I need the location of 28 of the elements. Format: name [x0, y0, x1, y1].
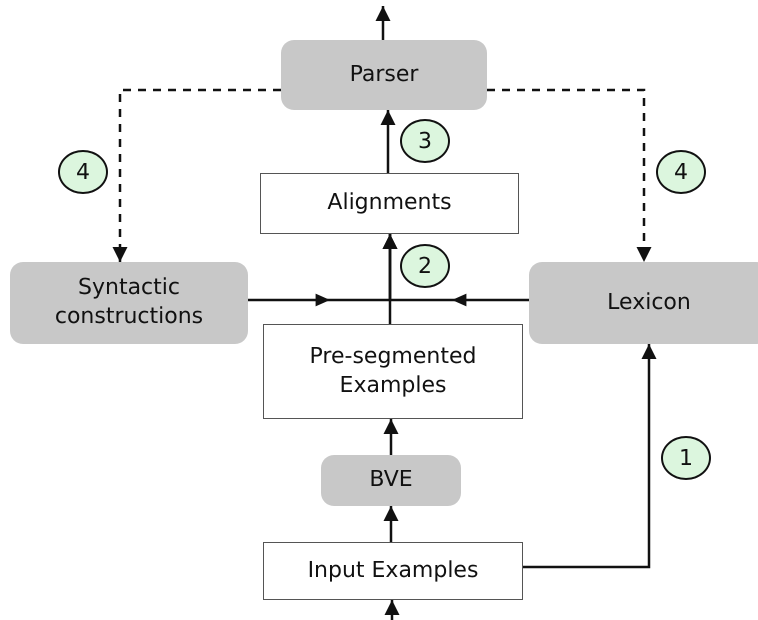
process-box — [529, 262, 758, 344]
arrow — [384, 419, 398, 455]
arrow — [380, 110, 396, 173]
process-box — [321, 455, 461, 506]
callout-number: 4 — [58, 150, 108, 194]
box-label: Alignments — [326, 189, 453, 218]
process-box — [260, 173, 519, 234]
box-label: Input Examples — [306, 556, 480, 585]
process-box — [263, 324, 523, 419]
callout-number: 2 — [400, 244, 450, 288]
arrow — [376, 6, 390, 40]
arrow — [384, 600, 400, 620]
process-box — [281, 40, 487, 110]
arrow — [487, 88, 652, 262]
arrow — [523, 344, 656, 568]
process-box — [263, 542, 523, 600]
process-box — [10, 262, 248, 344]
box-label: Pre-segmented Examples — [308, 342, 478, 400]
box-label: Parser — [348, 60, 420, 89]
arrow — [112, 88, 281, 262]
arrow — [382, 234, 529, 306]
arrow — [384, 506, 398, 542]
box-label: BVE — [368, 466, 414, 494]
callout-number: 3 — [400, 119, 450, 163]
callout-number: 1 — [661, 436, 711, 480]
callout-number: 4 — [656, 150, 706, 194]
box-label: Lexicon — [606, 288, 692, 317]
box-label: Syntactic constructions — [54, 274, 204, 331]
